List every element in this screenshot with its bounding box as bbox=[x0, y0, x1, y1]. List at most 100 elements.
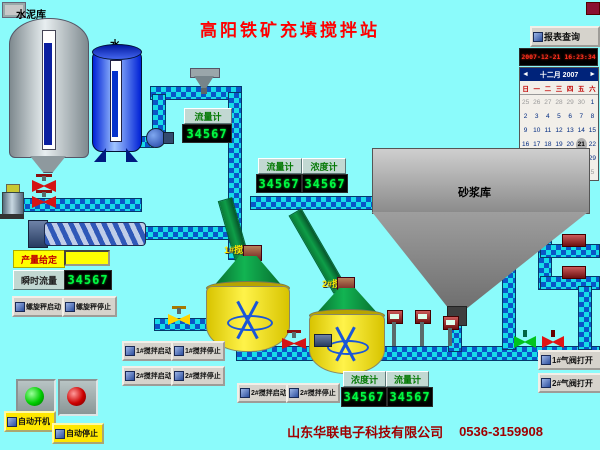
calendar-day[interactable]: 21 bbox=[575, 137, 587, 152]
auto-start-button[interactable]: 自动开机 bbox=[4, 411, 56, 432]
calendar-day[interactable]: 22 bbox=[588, 141, 597, 149]
calendar-day[interactable]: 28 bbox=[555, 98, 563, 106]
valve2-open-label: 2#气阀打开 bbox=[552, 378, 593, 388]
valve-body bbox=[32, 180, 56, 192]
valve-stem bbox=[551, 330, 555, 337]
mixer2-stop-label-b: 2#搅拌停止 bbox=[300, 390, 336, 397]
calendar-day[interactable]: 6 bbox=[568, 112, 572, 120]
valve-stem bbox=[42, 176, 46, 181]
valve1-open-button[interactable]: 1#气阀打开 bbox=[538, 350, 600, 370]
pipe-segment bbox=[578, 286, 592, 350]
calendar-day[interactable]: 27 bbox=[544, 98, 552, 106]
screw-stop-button[interactable]: 螺旋秤停止 bbox=[62, 296, 117, 317]
calendar-day[interactable]: 30 bbox=[577, 98, 585, 106]
calendar-day[interactable]: 18 bbox=[544, 141, 552, 149]
production-input[interactable] bbox=[64, 250, 110, 266]
screw-stop-label: 螺旋秤停止 bbox=[76, 303, 111, 311]
air-valve-1[interactable] bbox=[514, 328, 536, 348]
mixer2-stop-button[interactable]: 2#搅拌停止 bbox=[171, 366, 225, 386]
mixer1-stop-button[interactable]: 1#搅拌停止 bbox=[171, 341, 225, 361]
cement-valve-lower bbox=[32, 190, 56, 208]
calendar-day[interactable]: 15 bbox=[588, 126, 597, 134]
feed-hopper bbox=[190, 68, 220, 94]
water-pump bbox=[146, 128, 174, 148]
pipe-segment bbox=[250, 196, 378, 210]
stop-light-panel bbox=[58, 379, 98, 416]
silo-discharge-motor-1 bbox=[562, 234, 586, 247]
cement-valve-upper bbox=[32, 174, 56, 192]
valve-stem bbox=[177, 308, 181, 314]
calendar-day[interactable]: 19 bbox=[555, 141, 563, 149]
valve-handwheel bbox=[287, 330, 301, 333]
calendar-day[interactable]: 12 bbox=[555, 126, 563, 134]
mixer-button-icon bbox=[240, 388, 250, 398]
clock-display: 2007-12-21 16:23:34 bbox=[519, 48, 598, 66]
mixer1-feed-valve[interactable] bbox=[168, 306, 190, 325]
mixer-button-icon bbox=[289, 388, 299, 398]
calendar-day-header: 日 bbox=[520, 81, 532, 96]
calendar-prev-button[interactable]: ◄ bbox=[522, 71, 529, 78]
transmitter-display bbox=[390, 314, 399, 319]
screw-start-button[interactable]: 螺旋秤启动 bbox=[12, 296, 67, 317]
calendar-day[interactable]: 16 bbox=[521, 141, 530, 149]
discharge-valve[interactable] bbox=[282, 330, 306, 349]
calendar-next-button[interactable]: ► bbox=[589, 71, 596, 78]
mixer2-stop-button-b[interactable]: 2#搅拌停止 bbox=[286, 383, 340, 403]
run-light-panel bbox=[16, 379, 56, 416]
calendar-day[interactable]: 25 bbox=[521, 98, 530, 106]
mixer2-start-button[interactable]: 2#搅拌启动 bbox=[122, 366, 176, 386]
flow-meter-label-out: 流量计 bbox=[386, 371, 429, 387]
calendar-day[interactable]: 11 bbox=[544, 126, 552, 134]
calendar-day[interactable]: 10 bbox=[533, 126, 541, 134]
calendar-day-header: 一 bbox=[531, 81, 543, 96]
valve-handwheel bbox=[172, 306, 186, 309]
calendar-day[interactable]: 29 bbox=[566, 98, 574, 106]
auto-start-label: 自动开机 bbox=[18, 417, 50, 426]
calendar-day[interactable]: 4 bbox=[546, 112, 550, 120]
mixer2-stop-label: 2#搅拌停止 bbox=[185, 373, 221, 380]
calendar-day-header: 二 bbox=[542, 81, 554, 96]
mixer2-start-button-b[interactable]: 2#搅拌启动 bbox=[237, 383, 291, 403]
calendar-titlebar: ◄ 十二月 2007 ► bbox=[520, 68, 598, 81]
company-phone: 0536-3159908 bbox=[459, 423, 543, 439]
valve-body bbox=[32, 196, 56, 208]
page-title: 高阳铁矿充填搅拌站 bbox=[200, 21, 380, 40]
calendar-day[interactable]: 13 bbox=[566, 126, 574, 134]
calendar-day[interactable]: 20 bbox=[566, 141, 574, 149]
calendar-day[interactable]: 14 bbox=[577, 126, 585, 134]
calendar-day-header: 三 bbox=[553, 81, 565, 96]
calendar-day[interactable]: 17 bbox=[533, 141, 541, 149]
calendar-day[interactable]: 2 bbox=[523, 112, 528, 120]
pipe-segment bbox=[4, 198, 142, 212]
mixer1-start-button[interactable]: 1#搅拌启动 bbox=[122, 341, 176, 361]
report-query-button[interactable]: 报表查询 bbox=[530, 26, 600, 47]
valve-handwheel bbox=[36, 174, 52, 177]
calendar-day[interactable]: 3 bbox=[534, 112, 539, 120]
screw-button-icon bbox=[15, 301, 25, 312]
instant-flow-label: 瞬时流量 bbox=[13, 270, 65, 290]
calendar-day[interactable]: 7 bbox=[579, 112, 584, 120]
valve2-open-button[interactable]: 2#气阀打开 bbox=[538, 373, 600, 393]
valve-stem bbox=[42, 192, 46, 197]
water-tank-top bbox=[92, 44, 142, 60]
mixer1-body bbox=[206, 286, 290, 352]
window-control-icon[interactable] bbox=[586, 2, 600, 15]
calendar-day[interactable]: 5 bbox=[590, 169, 595, 177]
calendar-day[interactable]: 8 bbox=[590, 112, 595, 120]
valve-body bbox=[282, 338, 306, 349]
transmitter-stem bbox=[448, 328, 452, 346]
calendar-day[interactable]: 9 bbox=[523, 126, 528, 134]
calendar-day[interactable]: 5 bbox=[557, 112, 561, 120]
valve-button-icon bbox=[541, 355, 551, 365]
company-name: 山东华联电子科技有限公司 bbox=[287, 424, 444, 440]
mixer-button-icon bbox=[125, 371, 135, 381]
valve-body bbox=[168, 314, 190, 325]
calendar-day-header: 六 bbox=[586, 81, 598, 96]
calendar-day[interactable]: 29 bbox=[588, 155, 597, 163]
auto-stop-button[interactable]: 自动停止 bbox=[52, 423, 104, 444]
calendar-day[interactable]: 1 bbox=[590, 98, 595, 106]
valve1-open-label: 1#气阀打开 bbox=[552, 355, 593, 365]
calendar-day[interactable]: 26 bbox=[533, 98, 541, 106]
air-valve-2[interactable] bbox=[542, 328, 564, 348]
